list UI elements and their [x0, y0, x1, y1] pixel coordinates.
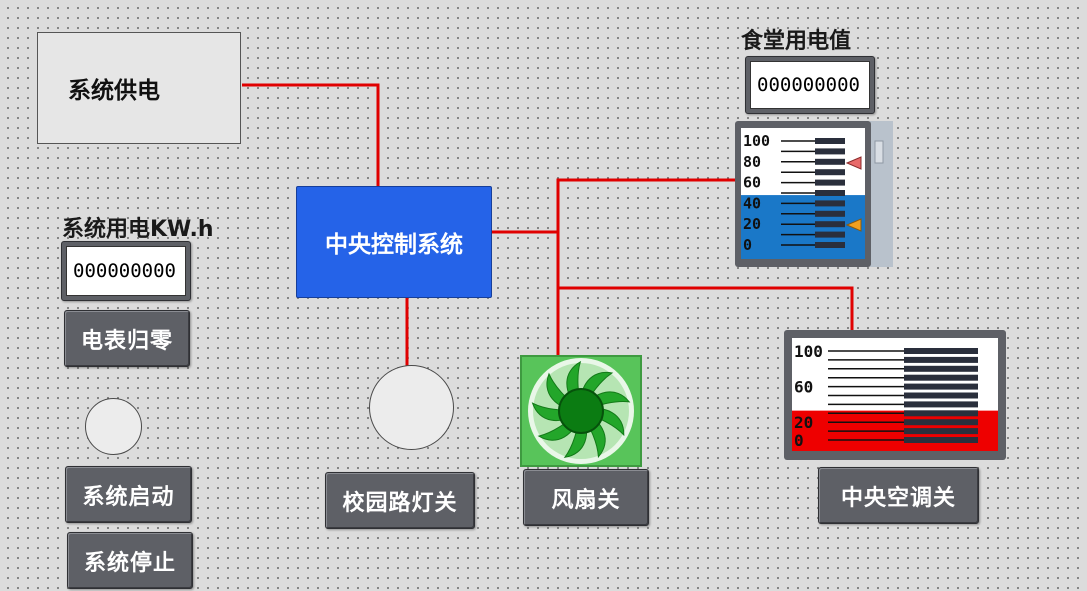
- canteen-tick-label: 100: [743, 132, 770, 150]
- canteen-low-marker: [845, 218, 862, 232]
- wire-to-ac-gauge: [558, 286, 854, 332]
- street-light-button[interactable]: 校园路灯关: [325, 472, 475, 529]
- canteen-tick-label: 0: [743, 236, 752, 254]
- reset-meter-button[interactable]: 电表归零: [64, 310, 190, 367]
- system-usage-label: 系统用电KW.h: [62, 217, 214, 242]
- wire-to-canteen-gauge: [556, 178, 740, 232]
- ac-tick-label: 0: [794, 431, 804, 450]
- wire-supply-to-control: [242, 83, 380, 187]
- canteen-tick-label: 40: [743, 194, 761, 212]
- ac-tick-label: 20: [794, 413, 813, 432]
- canteen-usage-label: 食堂用电值: [741, 29, 852, 54]
- power-supply-label: 系统供电: [68, 78, 160, 104]
- system-usage-value: 000000000: [66, 246, 186, 296]
- street-light-lamp: [369, 365, 454, 450]
- canteen-gauge: 100 80 60 40 20 0: [735, 121, 893, 267]
- canteen-gauge-ticks: 100 80 60 40 20 0: [743, 132, 770, 254]
- system-start-button[interactable]: 系统启动: [65, 466, 192, 523]
- central-ac-button[interactable]: 中央空调关: [818, 467, 979, 524]
- central-control-box[interactable]: 中央控制系统: [296, 186, 492, 298]
- wire-control-to-fan: [492, 230, 560, 356]
- system-usage-display: 000000000: [61, 241, 191, 301]
- canteen-high-marker: [845, 156, 862, 170]
- ac-tick-label: 60: [794, 378, 813, 397]
- fan-icon: [520, 355, 642, 467]
- fan-button[interactable]: 风扇关: [523, 469, 649, 526]
- canteen-usage-value: 000000000: [750, 61, 870, 109]
- canteen-tick-label: 80: [743, 153, 761, 171]
- canteen-tick-label: 60: [743, 174, 761, 192]
- canteen-usage-display: 000000000: [745, 56, 875, 114]
- power-supply-box: 系统供电: [37, 32, 241, 144]
- central-control-label: 中央控制系统: [325, 232, 463, 258]
- system-stop-button[interactable]: 系统停止: [67, 532, 193, 589]
- ac-tick-label: 100: [794, 342, 823, 361]
- canteen-tick-label: 20: [743, 215, 761, 233]
- system-status-lamp: [85, 398, 142, 455]
- ac-gauge-ticks: 100 60 200: [794, 342, 823, 450]
